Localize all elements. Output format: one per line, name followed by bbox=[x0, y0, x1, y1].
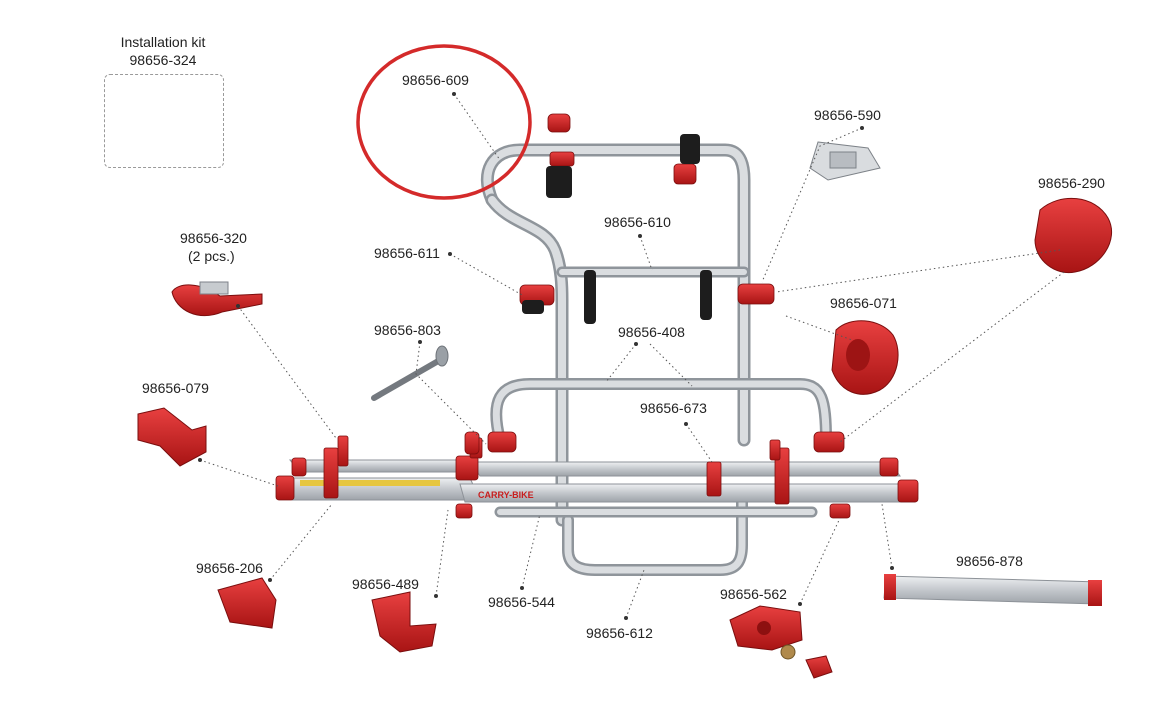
frame-straps bbox=[522, 134, 712, 324]
part-label-079: 98656-079 bbox=[142, 380, 209, 396]
part-label-878: 98656-878 bbox=[956, 553, 1023, 569]
part-489-holder bbox=[371, 591, 437, 653]
leader-lines bbox=[199, 93, 1065, 619]
part-878-bar bbox=[883, 574, 1102, 606]
part-label-544: 98656-544 bbox=[488, 594, 555, 610]
part-206-cap bbox=[217, 577, 277, 629]
part-label-611: 98656-611 bbox=[374, 245, 440, 261]
part-label-612: 98656-612 bbox=[586, 625, 653, 641]
part-label-320: 98656-320 bbox=[180, 230, 247, 246]
highlight-circle bbox=[356, 44, 532, 200]
wheel-rails: CARRY-BIKE bbox=[281, 459, 916, 503]
main-frame bbox=[480, 143, 832, 576]
installation-kit-code: 98656-324 bbox=[129, 52, 197, 68]
part-label-610: 98656-610 bbox=[604, 214, 671, 230]
part-label-609: 98656-609 bbox=[402, 72, 469, 88]
part-label-803: 98656-803 bbox=[374, 322, 441, 338]
part-label-562: 98656-562 bbox=[720, 586, 787, 602]
part-label-408: 98656-408 bbox=[618, 324, 685, 340]
part-label-290: 98656-290 bbox=[1038, 175, 1105, 191]
installation-kit-title: Installation kit bbox=[120, 34, 206, 50]
part-071-gear-knob bbox=[831, 320, 899, 395]
part-320-strap bbox=[171, 281, 263, 317]
part-label-590: 98656-590 bbox=[814, 107, 881, 123]
part-label-071: 98656-071 bbox=[830, 295, 897, 311]
installation-kit-box bbox=[104, 74, 224, 168]
part-label-673: 98656-673 bbox=[640, 400, 707, 416]
red-fittings bbox=[275, 113, 919, 519]
leader-dots bbox=[198, 92, 894, 620]
part-803-bolt bbox=[371, 345, 449, 401]
rail-left-top bbox=[288, 459, 472, 473]
part-label-489: 98656-489 bbox=[352, 576, 419, 592]
carry-bike-sticker: CARRY-BIKE bbox=[478, 490, 534, 500]
part-079-holder bbox=[137, 407, 207, 467]
rail-right-top bbox=[469, 461, 901, 477]
part-label-206: 98656-206 bbox=[196, 560, 263, 576]
part-label-320-qty: (2 pcs.) bbox=[188, 248, 235, 264]
part-562-clamp bbox=[729, 605, 833, 679]
part-290-knob bbox=[1034, 197, 1113, 274]
part-590-buckle bbox=[809, 141, 881, 181]
